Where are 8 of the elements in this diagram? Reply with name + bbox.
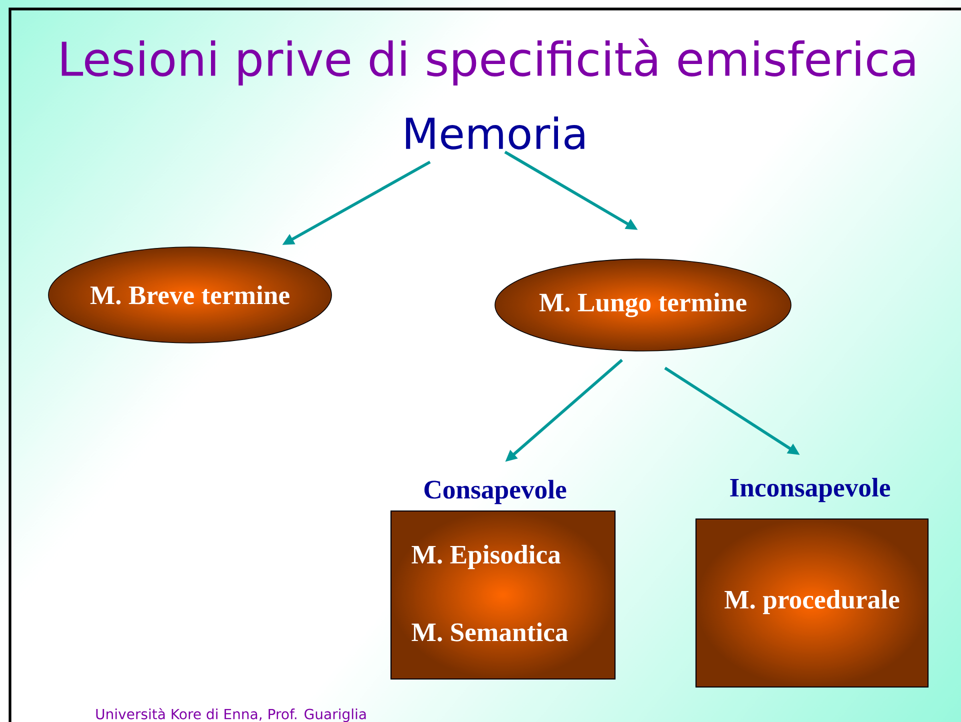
heading-text: Memoria: [406, 116, 584, 150]
box-heading: Consapevole: [424, 480, 566, 504]
box-text: M. Episodica: [412, 544, 561, 570]
box-text: M. procedurale: [724, 590, 900, 614]
slide-title: Lesioni prive di specificità emisferica: [62, 38, 915, 86]
box-text: M. Semantica: [412, 622, 568, 642]
footer-text: Università Kore di Enna, Prof. Guariglia: [96, 708, 366, 722]
box-heading: Inconsapevole: [730, 478, 890, 502]
